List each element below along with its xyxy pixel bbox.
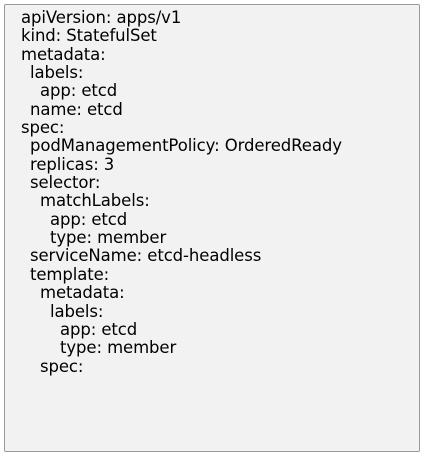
yaml-line-name: name: etcd — [30, 99, 123, 119]
yaml-line-replicas: replicas: 3 — [30, 154, 115, 174]
yaml-line-template: template: — [30, 264, 110, 284]
yaml-line-apiversion: apiVersion: apps/v1 — [21, 8, 182, 27]
yaml-line-template-type: type: member — [60, 338, 177, 358]
yaml-line-template-app: app: etcd — [60, 319, 138, 339]
yaml-line-selector-type: type: member — [50, 228, 167, 248]
yaml-line-spec: spec: — [21, 118, 65, 138]
yaml-line-template-metadata: metadata: — [40, 283, 125, 303]
yaml-line-label-app: app: etcd — [40, 81, 118, 101]
yaml-line-template-labels: labels: — [50, 301, 104, 321]
yaml-line-pod-management-policy: podManagementPolicy: OrderedReady — [30, 136, 342, 156]
yaml-line-selector-app: app: etcd — [50, 209, 128, 229]
yaml-line-template-spec: spec: — [40, 356, 84, 376]
yaml-line-service-name: serviceName: etcd-headless — [30, 246, 262, 266]
yaml-line-kind: kind: StatefulSet — [21, 26, 157, 46]
yaml-code-block: apiVersion: apps/v1 kind: StatefulSet me… — [4, 4, 420, 452]
yaml-line-match-labels: matchLabels: — [40, 191, 150, 211]
yaml-line-selector: selector: — [30, 173, 101, 193]
yaml-line-labels: labels: — [30, 63, 84, 83]
yaml-line-metadata: metadata: — [21, 44, 106, 64]
